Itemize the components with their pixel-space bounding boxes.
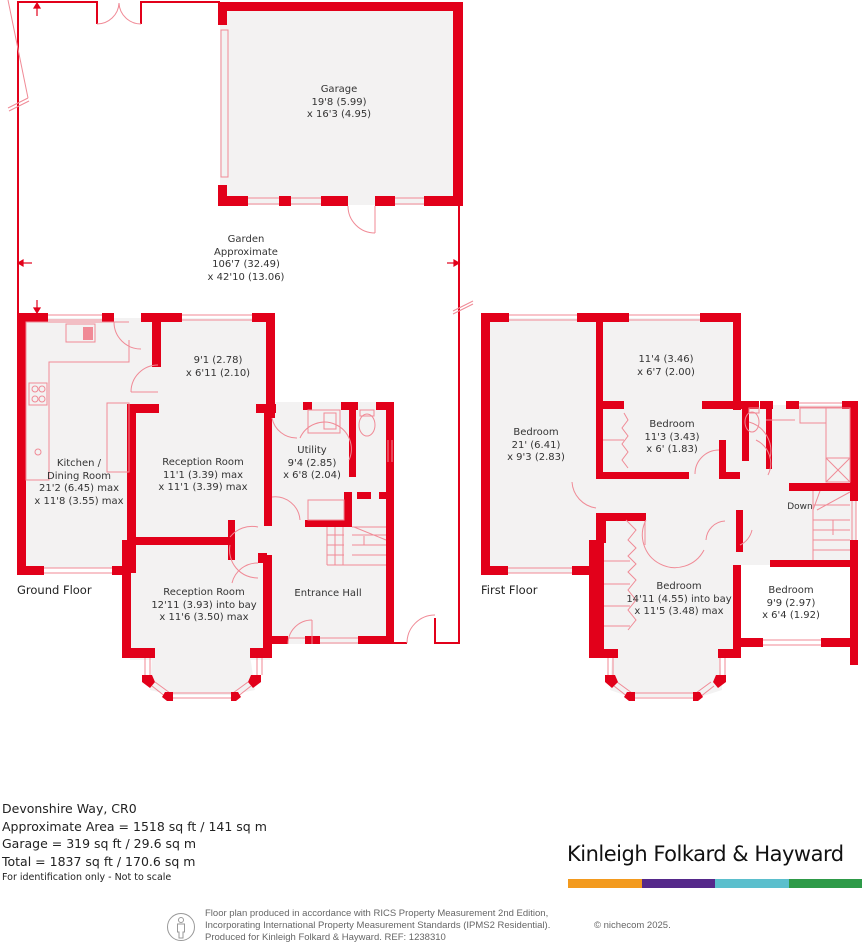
disclaimer: For identification only - Not to scale [2, 872, 172, 883]
room-dimension: 11'1 (3.39) max [162, 469, 244, 481]
approximate-area: Approximate Area = 1518 sq ft / 141 sq m [2, 818, 267, 834]
stairs-down-label: Down [787, 501, 813, 514]
room-label-utility: Utility 9'4 (2.85) x 6'8 (2.04) [283, 445, 341, 483]
room-label-kitchen: Kitchen / Dining Room 21'2 (6.45) max x … [34, 458, 123, 508]
room-label-garage: Garage 19'8 (5.99) x 16'3 (4.95) [307, 84, 371, 122]
room-name: Bedroom [768, 585, 814, 596]
footer-notes: Floor plan produced in accordance with R… [205, 908, 671, 944]
footer-line-1: Floor plan produced in accordance with R… [205, 908, 549, 919]
garage [218, 2, 463, 234]
stairs-direction: Down [787, 502, 813, 512]
room-dimension: 21'2 (6.45) max [38, 483, 120, 494]
room-dimension: x 11'8 (3.55) max [34, 495, 124, 507]
room-label-bedroom-3: Bedroom 14'11 (4.55) into bay x 11'5 (3.… [626, 581, 731, 619]
room-label-reception-1: Reception Room 11'1 (3.39) max x 11'1 (3… [158, 457, 247, 495]
room-qualifier: Approximate [214, 246, 278, 258]
room-name: Garage [320, 84, 358, 95]
room-dimension: x 16'3 (4.95) [306, 109, 372, 120]
room-dimension: 14'11 (4.55) into bay [626, 593, 732, 605]
room-dimension: x 42'10 (13.06) [207, 271, 285, 283]
break-marks [7, 0, 474, 315]
room-name: Reception Room [162, 457, 244, 468]
room-name: Bedroom [656, 581, 702, 592]
room-label-bedroom-2-ext: 11'4 (3.46) x 6'7 (2.00) [637, 354, 695, 379]
ground-floor-rooms [17, 313, 436, 701]
room-dimension: 106'7 (32.49) [212, 259, 280, 270]
room-dimension: 9'1 (2.78) [193, 355, 243, 366]
first-floor-label: First Floor [481, 583, 538, 597]
room-dimension: 12'11 (3.93) into bay [151, 599, 257, 611]
brand-bar-orange [568, 879, 642, 888]
ground-floor-label: Ground Floor [17, 583, 92, 597]
property-address: Devonshire Way, CR0 [2, 801, 137, 816]
brand-color-bar [568, 879, 862, 888]
brand-bar-purple [641, 879, 715, 888]
room-label-garden: Garden Approximate 106'7 (32.49) x 42'10… [208, 234, 285, 284]
room-dimension: x 11'5 (3.48) max [634, 606, 724, 617]
room-label-reception-2: Reception Room 12'11 (3.93) into bay x 1… [151, 587, 256, 625]
room-dimension: x 11'6 (3.50) max [159, 612, 249, 623]
room-dimension: x 9'3 (2.83) [507, 452, 565, 463]
room-name: Bedroom [513, 427, 559, 438]
room-name: Garden [227, 234, 265, 245]
room-dimension: x 6'7 (2.00) [637, 366, 695, 378]
room-name: Utility [297, 445, 327, 456]
person-measurement-icon [167, 913, 195, 941]
garden-boundary [17, 1, 460, 644]
room-dimension: x 6'4 (1.92) [762, 610, 820, 621]
room-name: Kitchen / [56, 458, 102, 469]
room-name: Bedroom [649, 419, 695, 430]
brand-bar-teal [715, 879, 789, 888]
room-dimension: x 11'1 (3.39) max [158, 482, 248, 493]
room-name: Dining Room [47, 470, 111, 482]
ground-floor-plan [7, 0, 474, 701]
room-name: Reception Room [163, 587, 245, 598]
french-doors [96, 2, 142, 25]
room-label-bedroom-2: Bedroom 11'3 (3.43) x 6' (1.83) [644, 419, 699, 457]
room-dimension: x 6'8 (2.04) [283, 470, 341, 481]
room-dimension: 19'8 (5.99) [311, 96, 367, 108]
room-dimension: x 6' (1.83) [646, 444, 698, 455]
room-label-entrance-hall: Entrance Hall [294, 588, 361, 601]
total-area: Total = 1837 sq ft / 170.6 sq m [2, 853, 196, 869]
brand-logo-text: Kinleigh Folkard & Hayward [567, 842, 844, 866]
garden-measure-arrows [16, 1, 461, 315]
room-label-bedroom-1: Bedroom 21' (6.41) x 9'3 (2.83) [507, 427, 565, 465]
footer-line-3: Produced for Kinleigh Folkard & Hayward.… [205, 932, 446, 943]
room-dimension: 9'9 (2.97) [766, 597, 816, 609]
room-dimension: 11'4 (3.46) [638, 354, 694, 365]
room-label-rear-lobby: 9'1 (2.78) x 6'11 (2.10) [186, 355, 250, 380]
room-label-bedroom-4: Bedroom 9'9 (2.97) x 6'4 (1.92) [762, 585, 820, 623]
garage-area: Garage = 319 sq ft / 29.6 sq m [2, 836, 197, 851]
room-dimension: 11'3 (3.43) [644, 431, 700, 443]
room-dimension: x 6'11 (2.10) [185, 367, 251, 379]
room-dimension: 9'4 (2.85) [287, 457, 337, 469]
footer-copyright: © nichecom 2025. [594, 920, 671, 931]
first-floor-plan [481, 313, 858, 701]
footer-line-2: Incorporating International Property Mea… [205, 920, 551, 931]
brand-bar-green [788, 879, 862, 888]
property-info: Devonshire Way, CR0 Approximate Area = 1… [2, 800, 267, 886]
room-dimension: 21' (6.41) [511, 439, 561, 451]
room-name: Entrance Hall [294, 588, 362, 599]
